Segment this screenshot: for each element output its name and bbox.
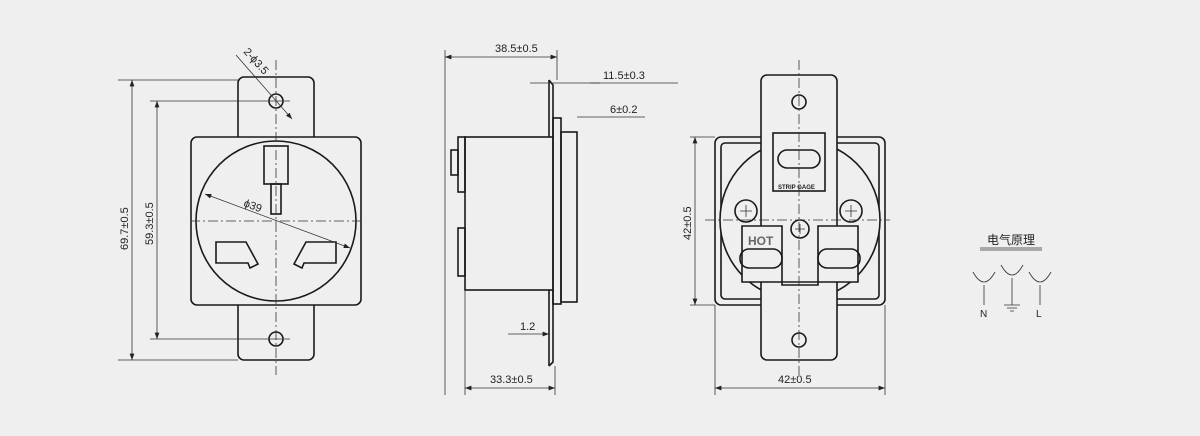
side-flange-offset-label: 11.5±0.3 (603, 70, 645, 82)
side-overall-depth-label: 38.5±0.5 (495, 43, 538, 55)
side-view: 38.5±0.5 11.5±0.3 6±0.2 1.2 33.3±0.5 (444, 43, 678, 395)
front-hole-spec-label: 2-ϕ3.5 (241, 46, 271, 77)
side-body-depth-label: 33.3±0.5 (490, 374, 533, 386)
side-bracket-thickness-label: 1.2 (520, 321, 535, 333)
terminal-l-label: L (1036, 309, 1042, 320)
schematic-title: 电气原理 (987, 232, 1035, 247)
side-flange-thickness-label: 6±0.2 (610, 104, 637, 116)
front-overall-height-label: 69.7±0.5 (119, 207, 131, 250)
back-view: STRIP GAGE HOT 42±0.5 42±0.5 (682, 60, 890, 395)
strip-gage-label: STRIP GAGE (778, 185, 815, 191)
hot-label: HOT (748, 234, 774, 248)
front-diameter-label: ϕ39 (242, 198, 263, 216)
back-width-label: 42±0.5 (778, 374, 812, 386)
front-view: ϕ39 2-ϕ3.5 69.7±0.5 59.3±0.5 (118, 46, 364, 375)
front-hole-spacing-label: 59.3±0.5 (144, 202, 156, 245)
terminal-n-label: N (980, 309, 987, 320)
wiring-schematic: 电气原理 N L (972, 232, 1052, 320)
back-height-label: 42±0.5 (682, 206, 694, 240)
